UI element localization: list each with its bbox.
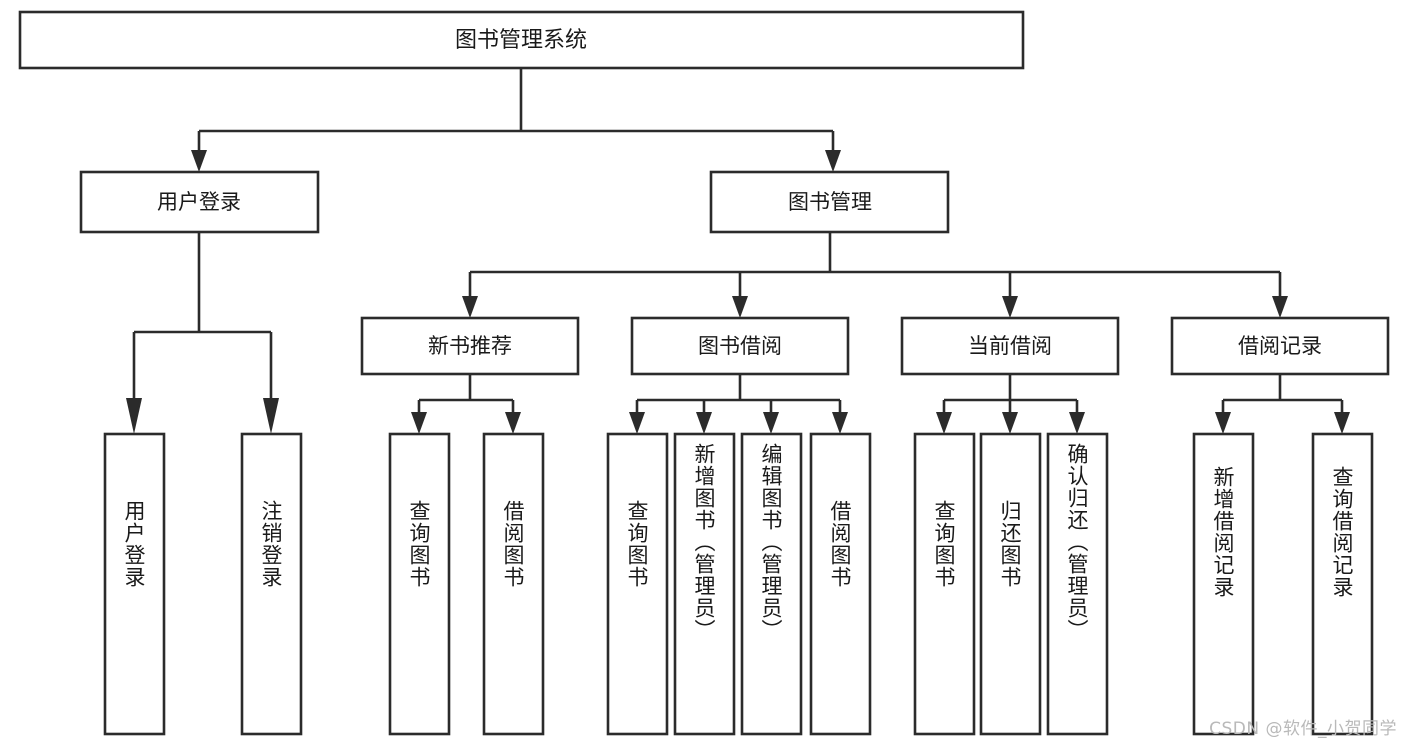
connector-newbook-to-leaves	[411, 374, 521, 434]
leaf-box-current-borrow-3[interactable]	[1046, 432, 1109, 736]
node-new-book-recommend[interactable]: 新书推荐	[360, 316, 580, 376]
connector-bookborrow-to-leaves	[629, 374, 848, 434]
leaf-box-new-book-1[interactable]	[388, 432, 451, 736]
node-book-borrow[interactable]: 图书借阅	[630, 316, 850, 376]
watermark-text: CSDN @软件_小贺同学	[1209, 719, 1397, 739]
connector-root-to-level2	[191, 68, 841, 172]
node-book-management-label: 图书管理	[788, 190, 872, 214]
connector-borrowrecord-to-leaves	[1215, 374, 1350, 434]
node-new-book-recommend-label: 新书推荐	[428, 334, 512, 358]
leaf-box-borrow-record-1[interactable]	[1192, 432, 1255, 736]
node-book-management[interactable]: 图书管理	[709, 170, 950, 234]
leaf-box-current-borrow-1[interactable]	[913, 432, 976, 736]
leaf-box-borrow-record-2[interactable]	[1311, 432, 1374, 736]
node-book-borrow-label: 图书借阅	[698, 334, 782, 358]
leaf-box-user-login-1[interactable]	[103, 432, 166, 736]
leaf-box-book-borrow-3[interactable]	[740, 432, 803, 736]
leaf-box-book-borrow-1[interactable]	[606, 432, 669, 736]
connector-currentborrow-to-leaves	[936, 374, 1085, 434]
node-user-login[interactable]: 用户登录	[79, 170, 320, 234]
node-root-system[interactable]: 图书管理系统	[18, 10, 1025, 70]
leaf-box-book-borrow-4[interactable]	[809, 432, 872, 736]
node-borrow-record-label: 借阅记录	[1238, 334, 1322, 358]
connector-userlogin-to-leaves	[126, 232, 279, 434]
leaf-box-current-borrow-2[interactable]	[979, 432, 1042, 736]
leaf-box-book-borrow-2[interactable]	[673, 432, 736, 736]
node-borrow-record[interactable]: 借阅记录	[1170, 316, 1390, 376]
leaf-box-user-login-2[interactable]	[240, 432, 303, 736]
node-user-login-label: 用户登录	[157, 190, 241, 214]
node-root-label: 图书管理系统	[455, 28, 587, 53]
connector-bookmgmt-to-level3	[462, 232, 1288, 318]
node-current-borrow-label: 当前借阅	[968, 334, 1052, 358]
leaf-box-new-book-2[interactable]	[482, 432, 545, 736]
node-current-borrow[interactable]: 当前借阅	[900, 316, 1120, 376]
